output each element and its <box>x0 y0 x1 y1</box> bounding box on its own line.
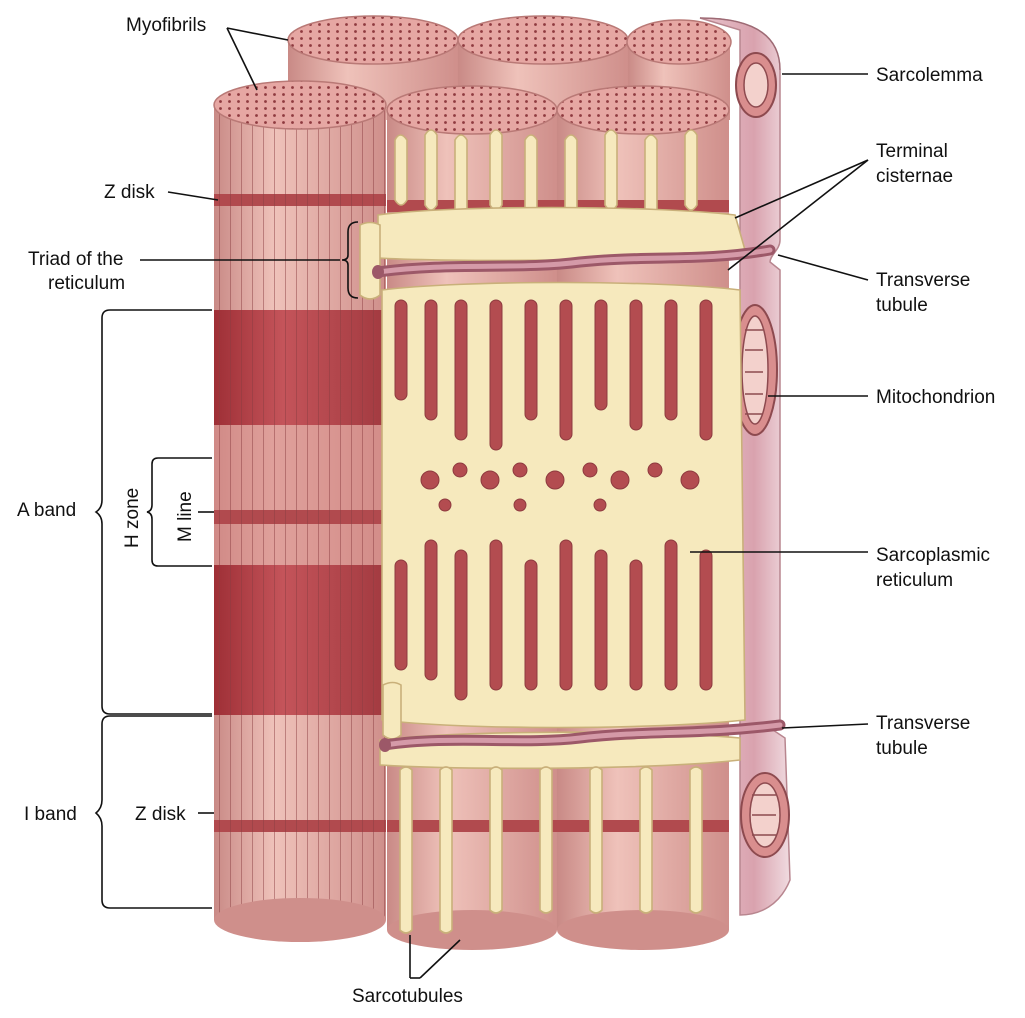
label-triad-2: reticulum <box>48 273 125 294</box>
mitochondrion-shapes <box>732 52 790 858</box>
label-h-zone: H zone <box>122 488 143 548</box>
sarcolemma-membrane <box>699 17 791 916</box>
label-myofibrils: Myofibrils <box>126 15 206 36</box>
label-transverse-tubule-top-2: tubule <box>876 295 928 316</box>
label-triad-1: Triad of the <box>28 249 123 270</box>
label-sarcoplasmic-reticulum-1: Sarcoplasmic <box>876 545 990 566</box>
label-mitochondrion: Mitochondrion <box>876 387 995 408</box>
label-transverse-tubule-bottom-1: Transverse <box>876 713 970 734</box>
leader-lines <box>94 27 869 979</box>
label-sarcoplasmic-reticulum-2: reticulum <box>876 570 953 591</box>
label-a-band: A band <box>17 500 76 521</box>
label-sarcolemma: Sarcolemma <box>876 65 983 86</box>
left-myofibril <box>213 80 387 942</box>
transverse-tubules <box>372 244 786 752</box>
reticulum-holes <box>394 299 713 701</box>
label-i-band: I band <box>24 804 77 825</box>
label-transverse-tubule-top-1: Transverse <box>876 270 970 291</box>
label-transverse-tubule-bottom-2: tubule <box>876 738 928 759</box>
label-terminal-cisternae-2: cisternae <box>876 166 953 187</box>
label-m-line: M line <box>175 491 196 542</box>
label-terminal-cisternae-1: Terminal <box>876 141 948 162</box>
labels: Myofibrils Sarcolemma Terminal cisternae… <box>17 15 995 1007</box>
label-sarcotubules: Sarcotubules <box>352 986 463 1007</box>
reticulum-network <box>359 129 747 934</box>
label-z-disk-top: Z disk <box>104 182 155 203</box>
label-z-disk-bottom: Z disk <box>135 804 186 825</box>
